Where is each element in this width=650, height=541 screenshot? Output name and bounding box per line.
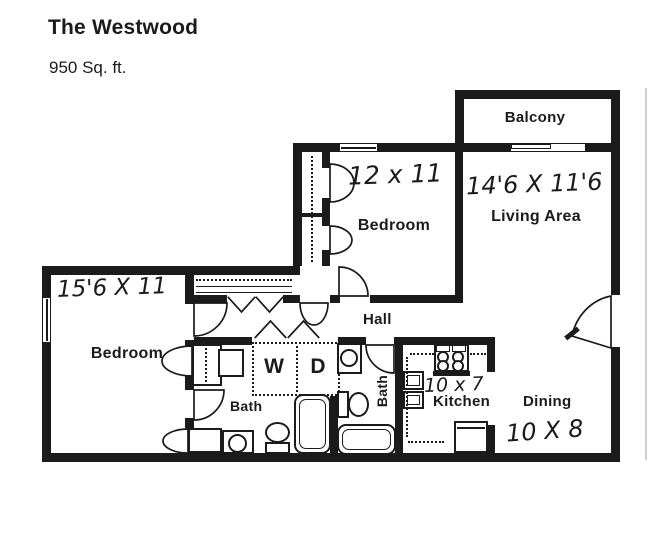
window-bedroom1-glass-line [46,299,48,341]
wall-bath-divider [330,345,338,453]
bath2-door-icon [365,344,395,374]
wall-hallcloset-south-a [185,295,227,303]
bedroom1-closet-door-icon [161,345,193,377]
counter-dotted-d [408,441,444,443]
bifold-door-icon-a [227,296,256,314]
balcony-label: Balcony [504,109,566,126]
kitchen-label: Kitchen [433,393,491,410]
bath2-label-wrap: Bath [360,370,404,412]
stove-counter-edge [433,371,470,376]
bath2-bathtub-inner [342,429,391,450]
bath1-label: Bath [230,398,263,414]
wall-balcony-left [455,90,464,152]
bedroom2-dims: 12 x 11 [347,158,443,191]
square-footage: 950 Sq. ft. [49,58,127,77]
hall-closet-door-icon [299,302,329,326]
hall-label: Hall [363,311,392,328]
bedroom1-closet [192,344,222,386]
wall-bath1-top [194,337,252,345]
wall-left-main [42,266,51,462]
dryer-label: D [310,355,326,378]
living-dims: 14'6 X 11'6 [465,167,603,201]
wall-closet-tall-left [293,152,302,266]
bedroom1-closet-lower [188,428,222,453]
wall-bedroom1-east-d [185,418,194,430]
wall-bottom-main [42,453,620,462]
bedroom1-closet-lower-door-icon [162,428,189,454]
entry-door-icon [571,294,612,350]
wall-hallcloset-south-b [283,295,300,303]
wall-kitchen-dining-b [487,425,495,453]
tall-closet-door-lower-icon [329,225,353,255]
bedroom1-label: Bedroom [90,345,164,362]
bedroom1-dims: 15'6 X 11 [56,273,168,303]
counter-dotted-b [470,353,486,355]
tall-closet-rod-dotted [311,156,313,262]
bath1-sink-icon [228,434,247,453]
refrigerator-icon [454,421,488,453]
bedroom1-door-icon [193,302,228,337]
wall-kitchen-top [394,337,495,345]
sliding-door-panel [511,144,551,149]
wall-balcony-right [611,90,620,152]
living-label: Living Area [491,208,581,225]
bifold-door-icon-c [254,319,287,339]
bath2-toilet-icon [348,392,369,417]
washer-label: W [264,355,284,378]
bath1-door-icon [193,389,225,421]
entry-door-opening [611,295,620,347]
hall-closet-shelf-line-a [196,286,292,288]
bath2-sink-icon [340,349,358,367]
bedroom2-label: Bedroom [357,217,431,234]
tall-closet-door-upper-icon [329,163,355,203]
counter-dotted-a [410,353,434,355]
bedroom1-closet-rod-dotted [205,348,207,382]
bedroom2-door-icon [338,266,369,297]
refrigerator-line [457,427,485,429]
window-bedroom2-glass-line [341,147,376,149]
wall-kitchen-dining-a [487,345,495,372]
wall-bath2-kitchen [395,345,403,453]
bath1-toilet-icon [265,422,290,443]
bath1-toilet-tank-icon [265,442,290,454]
kitchen-sink-bowl-b [407,395,420,405]
wall-balcony-top [458,90,620,99]
wall-bedroom1-east-c [185,374,194,390]
wall-bedroom1-top [42,266,300,275]
hall-closet-rod-dotted [196,279,292,281]
bifold-door-icon-d [287,319,320,339]
wall-closet-tall-right-a [322,152,330,168]
wall-top-main [293,143,620,152]
bath1-cabinet-icon [218,349,244,377]
kitchen-sink-bowl-a [407,375,420,386]
wall-bedroom2-bottom-b [370,295,455,303]
wall-living-divider [455,152,463,303]
wall-bedroom2-bottom-a [330,295,340,303]
wall-bedroom1-east-a [185,266,194,304]
bifold-door-icon-b [255,296,284,314]
wall-bedroom1-east-b [185,340,194,348]
bath1-bathtub-inner [299,399,326,449]
dining-dims: 10 X 8 [505,414,585,448]
laundry-divider-dotted [296,346,298,392]
dining-label: Dining [523,393,572,410]
page-title: The Westwood [48,16,199,39]
scan-artifact-line [645,88,647,460]
wall-bath2-top [338,337,366,345]
hall-closet-shelf-line-b [196,292,292,294]
wall-closet-tall-right-c [322,250,330,266]
wall-closet-tall-right-b [322,198,330,226]
bath2-label: Bath [374,374,390,408]
counter-dotted-c [406,357,408,437]
